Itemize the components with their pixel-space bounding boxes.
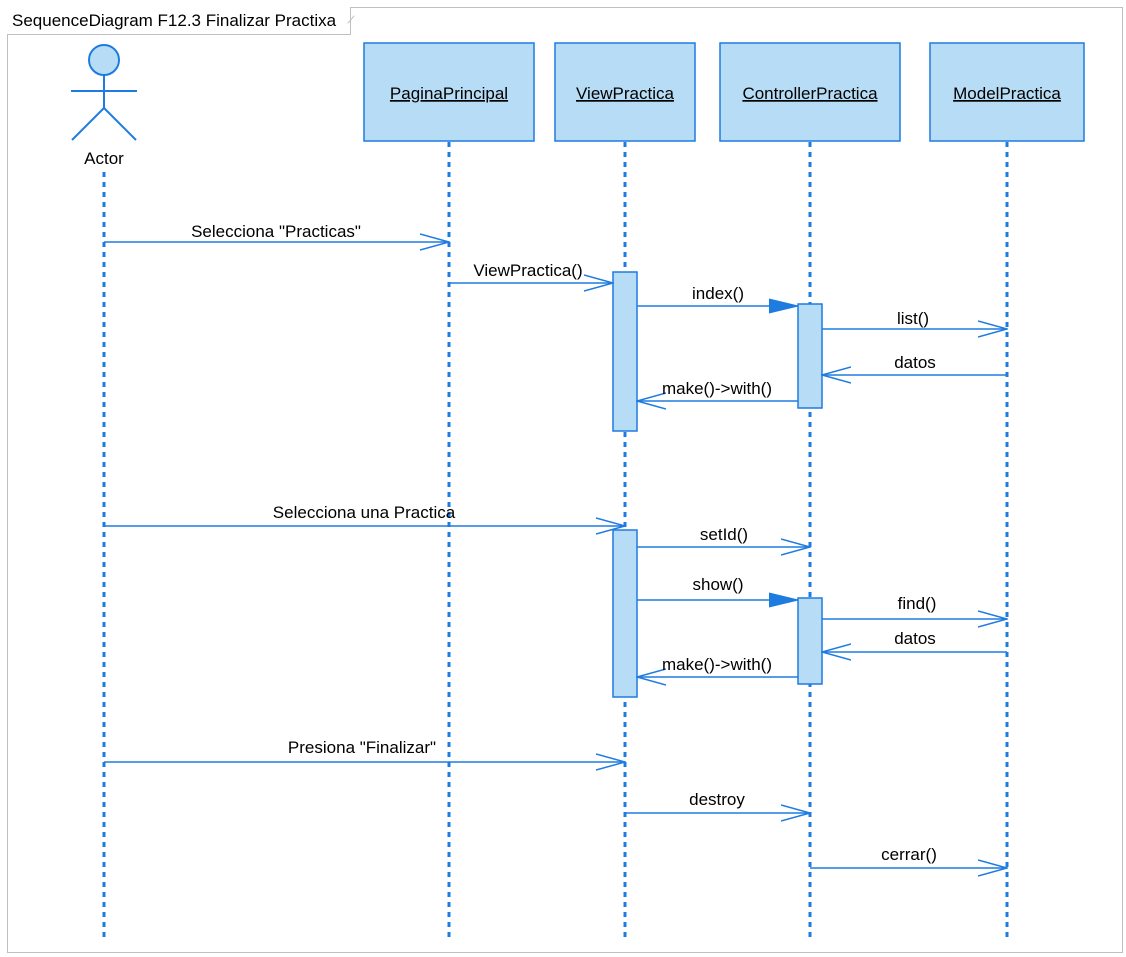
actor-right-leg — [103, 107, 137, 141]
message-label: cerrar() — [881, 845, 937, 864]
message-label: Selecciona "Practicas" — [191, 222, 361, 241]
messages — [104, 242, 1007, 868]
message-label: make()->with() — [662, 655, 772, 674]
message-label: list() — [897, 309, 929, 328]
lifeline-viewpractica: ViewPractica — [554, 42, 696, 142]
lifeline-name: PaginaPrincipal — [390, 84, 508, 103]
lifeline-name: ControllerPractica — [742, 84, 878, 103]
activation-view-2 — [612, 529, 638, 698]
message-label: index() — [692, 284, 744, 303]
lifeline-modelpractica: ModelPractica — [929, 42, 1085, 142]
actor-label: Actor — [84, 149, 124, 168]
lifeline-name: ViewPractica — [576, 84, 674, 103]
actor-head — [88, 44, 120, 76]
message-label: show() — [692, 575, 743, 594]
message-label: datos — [894, 353, 936, 372]
message-label: Selecciona una Practica — [273, 503, 456, 522]
activation-view-1 — [612, 271, 638, 432]
message-label: setId() — [700, 525, 748, 544]
lifeline-box — [363, 42, 535, 142]
message-label: Presiona "Finalizar" — [288, 738, 436, 757]
activation-controller-1 — [797, 303, 823, 409]
lifeline-controllerpractica: ControllerPractica — [719, 42, 901, 142]
actor-left-leg — [71, 107, 105, 141]
lifeline-paginaprincipal: PaginaPrincipal — [363, 42, 535, 142]
lifeline-name: ModelPractica — [953, 84, 1061, 103]
message-labels: Selecciona "Practicas" ViewPractica() in… — [191, 222, 937, 864]
message-label: ViewPractica() — [473, 261, 582, 280]
lifeline-box — [554, 42, 696, 142]
activations — [612, 271, 823, 698]
message-label: find() — [898, 594, 937, 613]
message-label: destroy — [689, 790, 745, 809]
actor: Actor — [71, 44, 137, 168]
diagram-frame — [7, 7, 1123, 953]
lifeline-box — [719, 42, 901, 142]
lifeline-box — [929, 42, 1085, 142]
message-label: datos — [894, 629, 936, 648]
diagram-title: SequenceDiagram F12.3 Finalizar Practixa — [7, 7, 352, 35]
message-label: make()->with() — [662, 379, 772, 398]
activation-controller-2 — [797, 597, 823, 685]
